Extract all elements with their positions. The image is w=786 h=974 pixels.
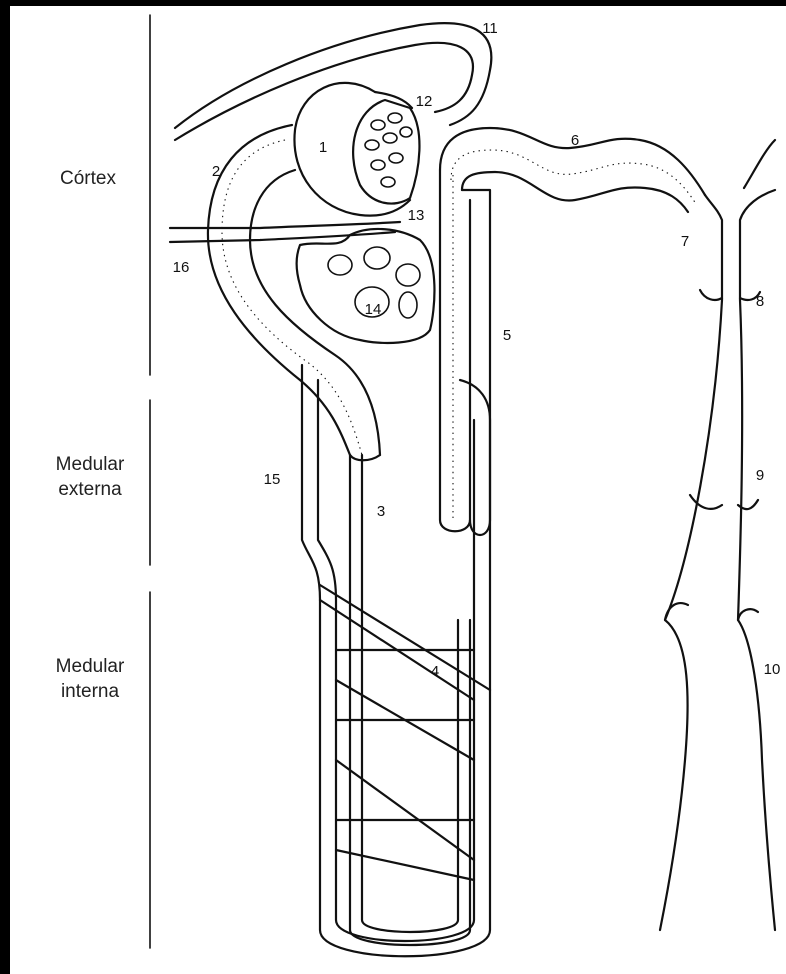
interlobular-vessel bbox=[170, 222, 400, 242]
callout-3: 3 bbox=[377, 503, 385, 520]
callout-9: 9 bbox=[756, 467, 764, 484]
callout-12: 12 bbox=[416, 93, 433, 110]
callout-7: 7 bbox=[681, 233, 689, 250]
zone-label-cortex: Córtex bbox=[60, 168, 116, 189]
callout-14: 14 bbox=[365, 301, 382, 318]
callout-10: 10 bbox=[764, 661, 781, 678]
callout-15: 15 bbox=[264, 471, 281, 488]
vasa-recta bbox=[302, 365, 490, 956]
callout-2: 2 bbox=[212, 163, 220, 180]
callout-11: 11 bbox=[482, 20, 498, 37]
zone-label-outer-medulla-line1: Medular bbox=[56, 454, 125, 475]
callout-6: 6 bbox=[571, 132, 579, 149]
callout-1: 1 bbox=[319, 139, 327, 156]
capillary-network bbox=[297, 229, 435, 343]
callout-5: 5 bbox=[503, 327, 511, 344]
glomerulus bbox=[353, 100, 419, 204]
collecting-duct bbox=[660, 140, 775, 930]
thick-ascending-limb bbox=[440, 170, 490, 535]
diagram-panel: Córtex Medular externa Medular interna bbox=[10, 6, 786, 974]
arteriole-loop bbox=[175, 23, 491, 140]
proximal-tubule bbox=[208, 125, 380, 460]
loop-of-henle bbox=[350, 455, 470, 945]
callout-13: 13 bbox=[408, 207, 425, 224]
nephron-diagram: Córtex Medular externa Medular interna bbox=[10, 6, 786, 974]
zone-label-inner-medulla-line2: interna bbox=[61, 681, 120, 702]
callout-4: 4 bbox=[431, 663, 439, 680]
callout-8: 8 bbox=[756, 293, 764, 310]
callout-16: 16 bbox=[173, 259, 190, 276]
callouts: 1 2 3 4 5 6 7 8 9 10 11 12 13 14 15 16 bbox=[173, 20, 781, 680]
zone-label-outer-medulla-line2: externa bbox=[58, 479, 122, 500]
zone-label-inner-medulla-line1: Medular bbox=[56, 656, 125, 677]
